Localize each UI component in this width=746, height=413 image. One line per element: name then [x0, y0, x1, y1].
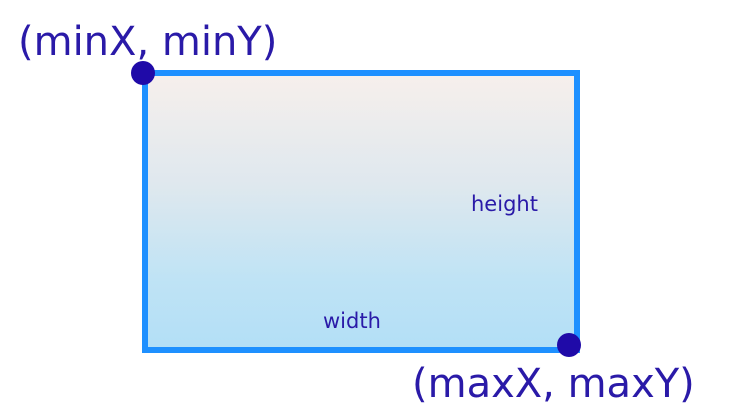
min-corner-point	[131, 61, 155, 85]
height-label: height	[471, 192, 538, 216]
max-corner-label: (maxX, maxY)	[412, 361, 695, 407]
min-corner-label: (minX, minY)	[18, 19, 278, 65]
bounding-rectangle	[142, 70, 580, 353]
width-label: width	[323, 309, 381, 333]
max-corner-point	[557, 333, 581, 357]
